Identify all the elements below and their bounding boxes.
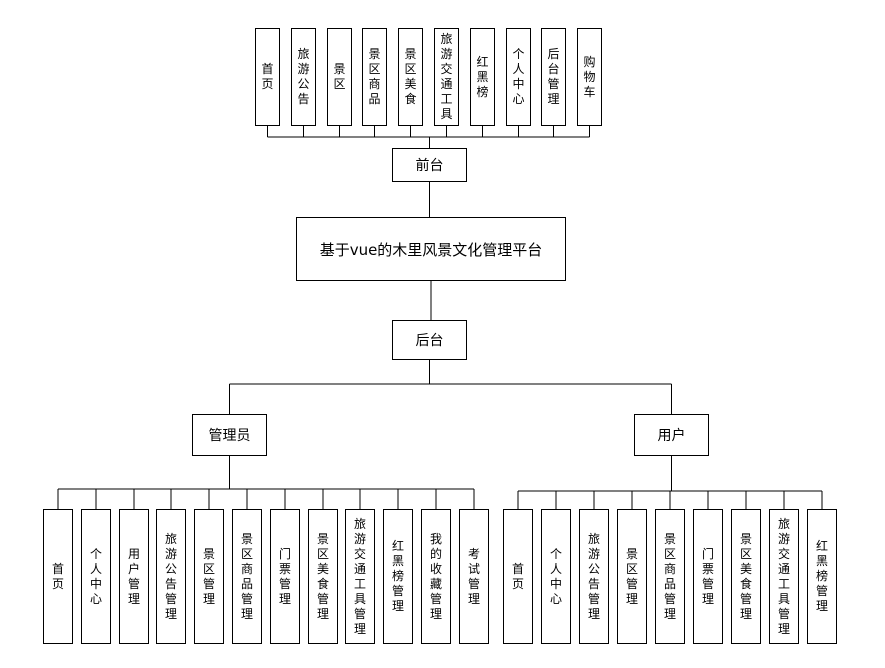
- admin-module-label: 门票管理: [279, 546, 292, 606]
- admin-label: 管理员: [208, 428, 251, 444]
- root-label: 基于vue的木里风景文化管理平台: [319, 240, 543, 259]
- admin-module-label: 旅游公告管理: [165, 531, 178, 621]
- admin-module-3: 用户管理: [119, 509, 149, 644]
- user-module-label: 红黑榜管理: [816, 539, 829, 613]
- frontend-module-label: 个人中心: [512, 47, 525, 106]
- user-module-9: 红黑榜管理: [807, 509, 837, 644]
- frontend-module-3: 景区: [327, 28, 352, 126]
- admin-module-10: 红黑榜管理: [383, 509, 413, 644]
- admin-module-11: 我的收藏管理: [421, 509, 451, 644]
- frontend-module-2: 旅游公告: [291, 28, 316, 126]
- user-module-label: 个人中心: [550, 546, 563, 606]
- user-module-label: 旅游交通工具管理: [778, 516, 791, 636]
- user-module-3: 旅游公告管理: [579, 509, 609, 644]
- admin-module-4: 旅游公告管理: [156, 509, 186, 644]
- frontend-module-label: 景区商品: [368, 47, 381, 106]
- admin-module-6: 景区商品管理: [232, 509, 262, 644]
- frontend-module-7: 红黑榜: [470, 28, 495, 126]
- admin-module-label: 景区管理: [203, 546, 216, 606]
- admin-module-1: 首页: [43, 509, 73, 644]
- user-module-label: 景区管理: [626, 546, 639, 606]
- admin-module-2: 个人中心: [81, 509, 111, 644]
- frontend-module-label: 旅游公告: [297, 47, 310, 106]
- admin-module-label: 景区商品管理: [241, 531, 254, 621]
- admin-module-label: 首页: [52, 561, 65, 591]
- user-module-4: 景区管理: [617, 509, 647, 644]
- admin-module-5: 景区管理: [194, 509, 224, 644]
- user-module-label: 景区商品管理: [664, 531, 677, 621]
- admin-module-9: 旅游交通工具管理: [345, 509, 375, 644]
- frontend-label: 前台: [415, 158, 444, 174]
- backend-node: 后台: [392, 320, 467, 360]
- frontend-module-9: 后台管理: [541, 28, 566, 126]
- user-module-label: 景区美食管理: [740, 531, 753, 621]
- admin-module-label: 旅游交通工具管理: [354, 516, 367, 636]
- admin-module-label: 我的收藏管理: [430, 531, 443, 621]
- admin-module-label: 红黑榜管理: [392, 539, 405, 613]
- admin-module-8: 景区美食管理: [308, 509, 338, 644]
- user-label: 用户: [657, 428, 686, 444]
- frontend-module-label: 景区: [333, 62, 346, 91]
- admin-module-12: 考试管理: [459, 509, 489, 644]
- frontend-node: 前台: [392, 148, 467, 182]
- admin-module-label: 考试管理: [468, 546, 481, 606]
- frontend-module-label: 景区美食: [404, 47, 417, 106]
- frontend-module-label: 首页: [261, 62, 274, 91]
- admin-module-label: 个人中心: [90, 546, 103, 606]
- admin-module-label: 景区美食管理: [317, 531, 330, 621]
- root-node: 基于vue的木里风景文化管理平台: [296, 217, 566, 281]
- frontend-module-8: 个人中心: [506, 28, 531, 126]
- frontend-module-label: 旅游交通工具: [440, 32, 453, 121]
- user-module-7: 景区美食管理: [731, 509, 761, 644]
- frontend-module-label: 红黑榜: [476, 54, 489, 99]
- frontend-module-label: 购物车: [583, 54, 596, 99]
- frontend-module-label: 后台管理: [547, 47, 560, 106]
- user-module-2: 个人中心: [541, 509, 571, 644]
- frontend-module-6: 旅游交通工具: [434, 28, 459, 126]
- frontend-module-5: 景区美食: [398, 28, 423, 126]
- user-module-label: 旅游公告管理: [588, 531, 601, 621]
- admin-node: 管理员: [192, 414, 267, 456]
- frontend-module-1: 首页: [255, 28, 280, 126]
- backend-label: 后台: [415, 333, 444, 349]
- user-module-1: 首页: [503, 509, 533, 644]
- frontend-module-4: 景区商品: [362, 28, 387, 126]
- user-module-label: 首页: [512, 561, 525, 591]
- user-module-6: 门票管理: [693, 509, 723, 644]
- user-node: 用户: [634, 414, 709, 456]
- user-module-label: 门票管理: [702, 546, 715, 606]
- frontend-module-10: 购物车: [577, 28, 602, 126]
- user-module-8: 旅游交通工具管理: [769, 509, 799, 644]
- admin-module-7: 门票管理: [270, 509, 300, 644]
- user-module-5: 景区商品管理: [655, 509, 685, 644]
- admin-module-label: 用户管理: [128, 546, 141, 606]
